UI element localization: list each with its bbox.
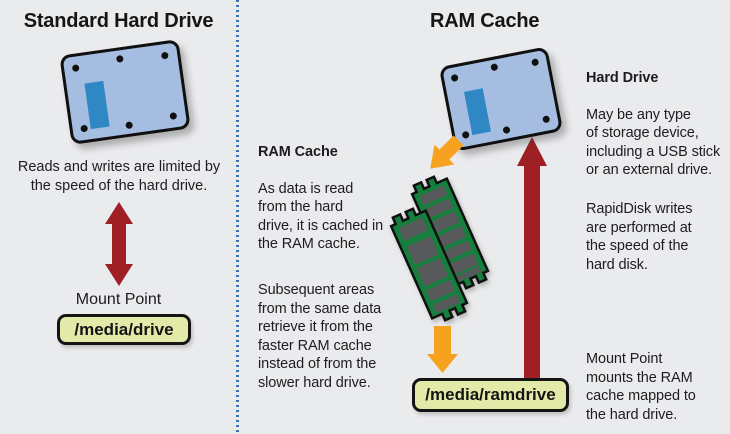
hard-drive-note-body: May be any type of storage device, inclu… bbox=[586, 106, 721, 179]
mount-path-text: /media/drive bbox=[74, 319, 174, 339]
screw-dot bbox=[542, 115, 551, 124]
rapiddisk-note: RapidDisk writes are performed at the sp… bbox=[586, 201, 693, 273]
left-panel-title: Standard Hard Drive bbox=[23, 10, 214, 32]
screw-dot bbox=[502, 125, 511, 135]
arrow-up-icon bbox=[517, 137, 547, 382]
left-caption: Reads and writes are limited by the spee… bbox=[17, 159, 221, 194]
screw-dot bbox=[71, 64, 80, 73]
screw-dot bbox=[450, 73, 459, 83]
hard-drive-note: Hard Drive May be any type of storage de… bbox=[586, 50, 730, 198]
screw-dot bbox=[115, 54, 124, 63]
ram-cache-note: RAM Cache As data is read from the hard … bbox=[258, 124, 408, 411]
mount-path-text: /media/ramdrive bbox=[425, 385, 556, 404]
hard-drive-note-heading: Hard Drive bbox=[586, 69, 659, 86]
mount-path-box: /media/drive bbox=[57, 314, 191, 345]
panel-divider bbox=[236, 0, 239, 434]
screw-dot bbox=[490, 63, 499, 72]
ram-cache-note-heading: RAM Cache bbox=[258, 143, 338, 160]
screw-dot bbox=[160, 51, 169, 60]
right-panel-title: RAM Cache bbox=[430, 10, 540, 32]
screw-dot bbox=[125, 121, 134, 130]
ram-dimm-icon bbox=[389, 175, 490, 322]
screw-dot bbox=[80, 124, 89, 133]
mount-point-label: Mount Point bbox=[75, 291, 162, 308]
mount-path-box: /media/ramdrive bbox=[412, 378, 569, 412]
screw-dot bbox=[169, 112, 178, 120]
ram-cache-note-para1: As data is read from the hard drive, it … bbox=[258, 180, 384, 253]
arrow-down-icon bbox=[427, 326, 458, 373]
double-arrow-vertical-icon bbox=[105, 202, 133, 286]
screw-dot bbox=[531, 58, 540, 67]
drive-connector bbox=[84, 80, 110, 130]
ram-cache-note-para2: Subsequent areas from the same data retr… bbox=[258, 282, 382, 391]
mount-point-note: Mount Point mounts the RAM cache mapped … bbox=[586, 351, 696, 423]
arrow-down-left-icon bbox=[430, 135, 464, 169]
hard-drive-icon bbox=[59, 39, 191, 145]
